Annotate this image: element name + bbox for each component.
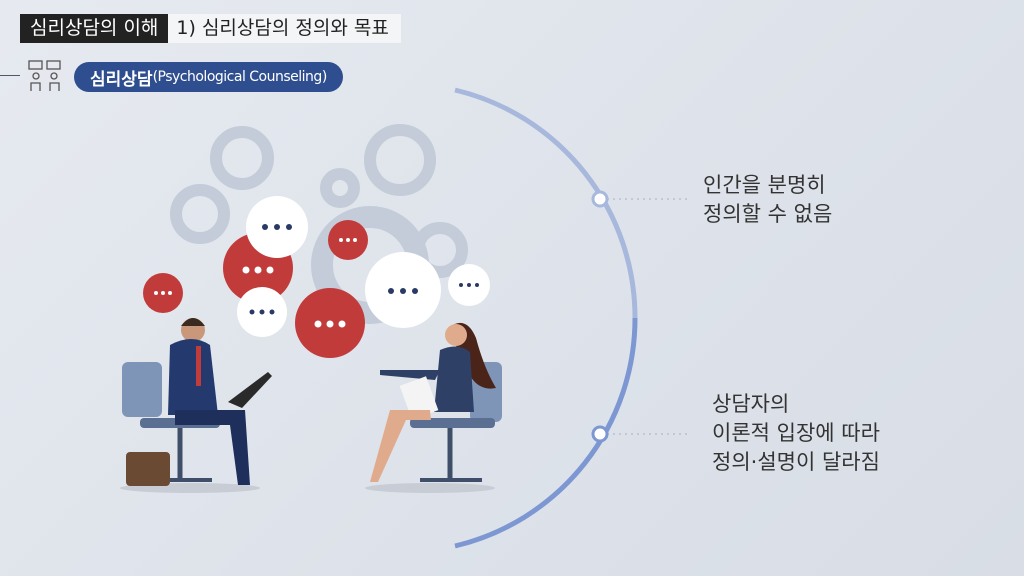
slide-header: 심리상담의 이해 1) 심리상담의 정의와 목표: [20, 14, 401, 43]
topic-english: (Psychological Counseling): [152, 69, 328, 85]
point-2-line: 상담자의: [712, 392, 790, 416]
point-2: 상담자의 이론적 입장에 따라 정의·설명이 달라짐: [712, 390, 880, 477]
arc-upper: [454, 87, 638, 319]
point-1: 인간을 분명히 정의할 수 없음: [703, 171, 832, 229]
section-title: 심리상담의 이해: [20, 14, 169, 43]
point-2-line: 정의·설명이 달라짐: [712, 450, 880, 474]
point-1-line: 정의할 수 없음: [703, 202, 833, 226]
topic-pill: 심리상담 (Psychological Counseling): [74, 62, 343, 92]
arc-lower: [454, 317, 638, 549]
divider: [0, 75, 20, 76]
topic-korean: 심리상담: [90, 69, 153, 90]
point-1-line: 인간을 분명히: [703, 173, 826, 197]
point-2-line: 이론적 입장에 따라: [712, 421, 880, 445]
client-woman-figure: [365, 322, 502, 493]
counselor-man-figure: [120, 318, 272, 493]
counseling-people-icon: [28, 60, 61, 91]
point-marker-1: [591, 190, 609, 208]
speech-bubbles: [143, 196, 490, 358]
point-marker-2: [591, 425, 609, 443]
subsection-title: 1) 심리상담의 정의와 목표: [168, 14, 401, 43]
